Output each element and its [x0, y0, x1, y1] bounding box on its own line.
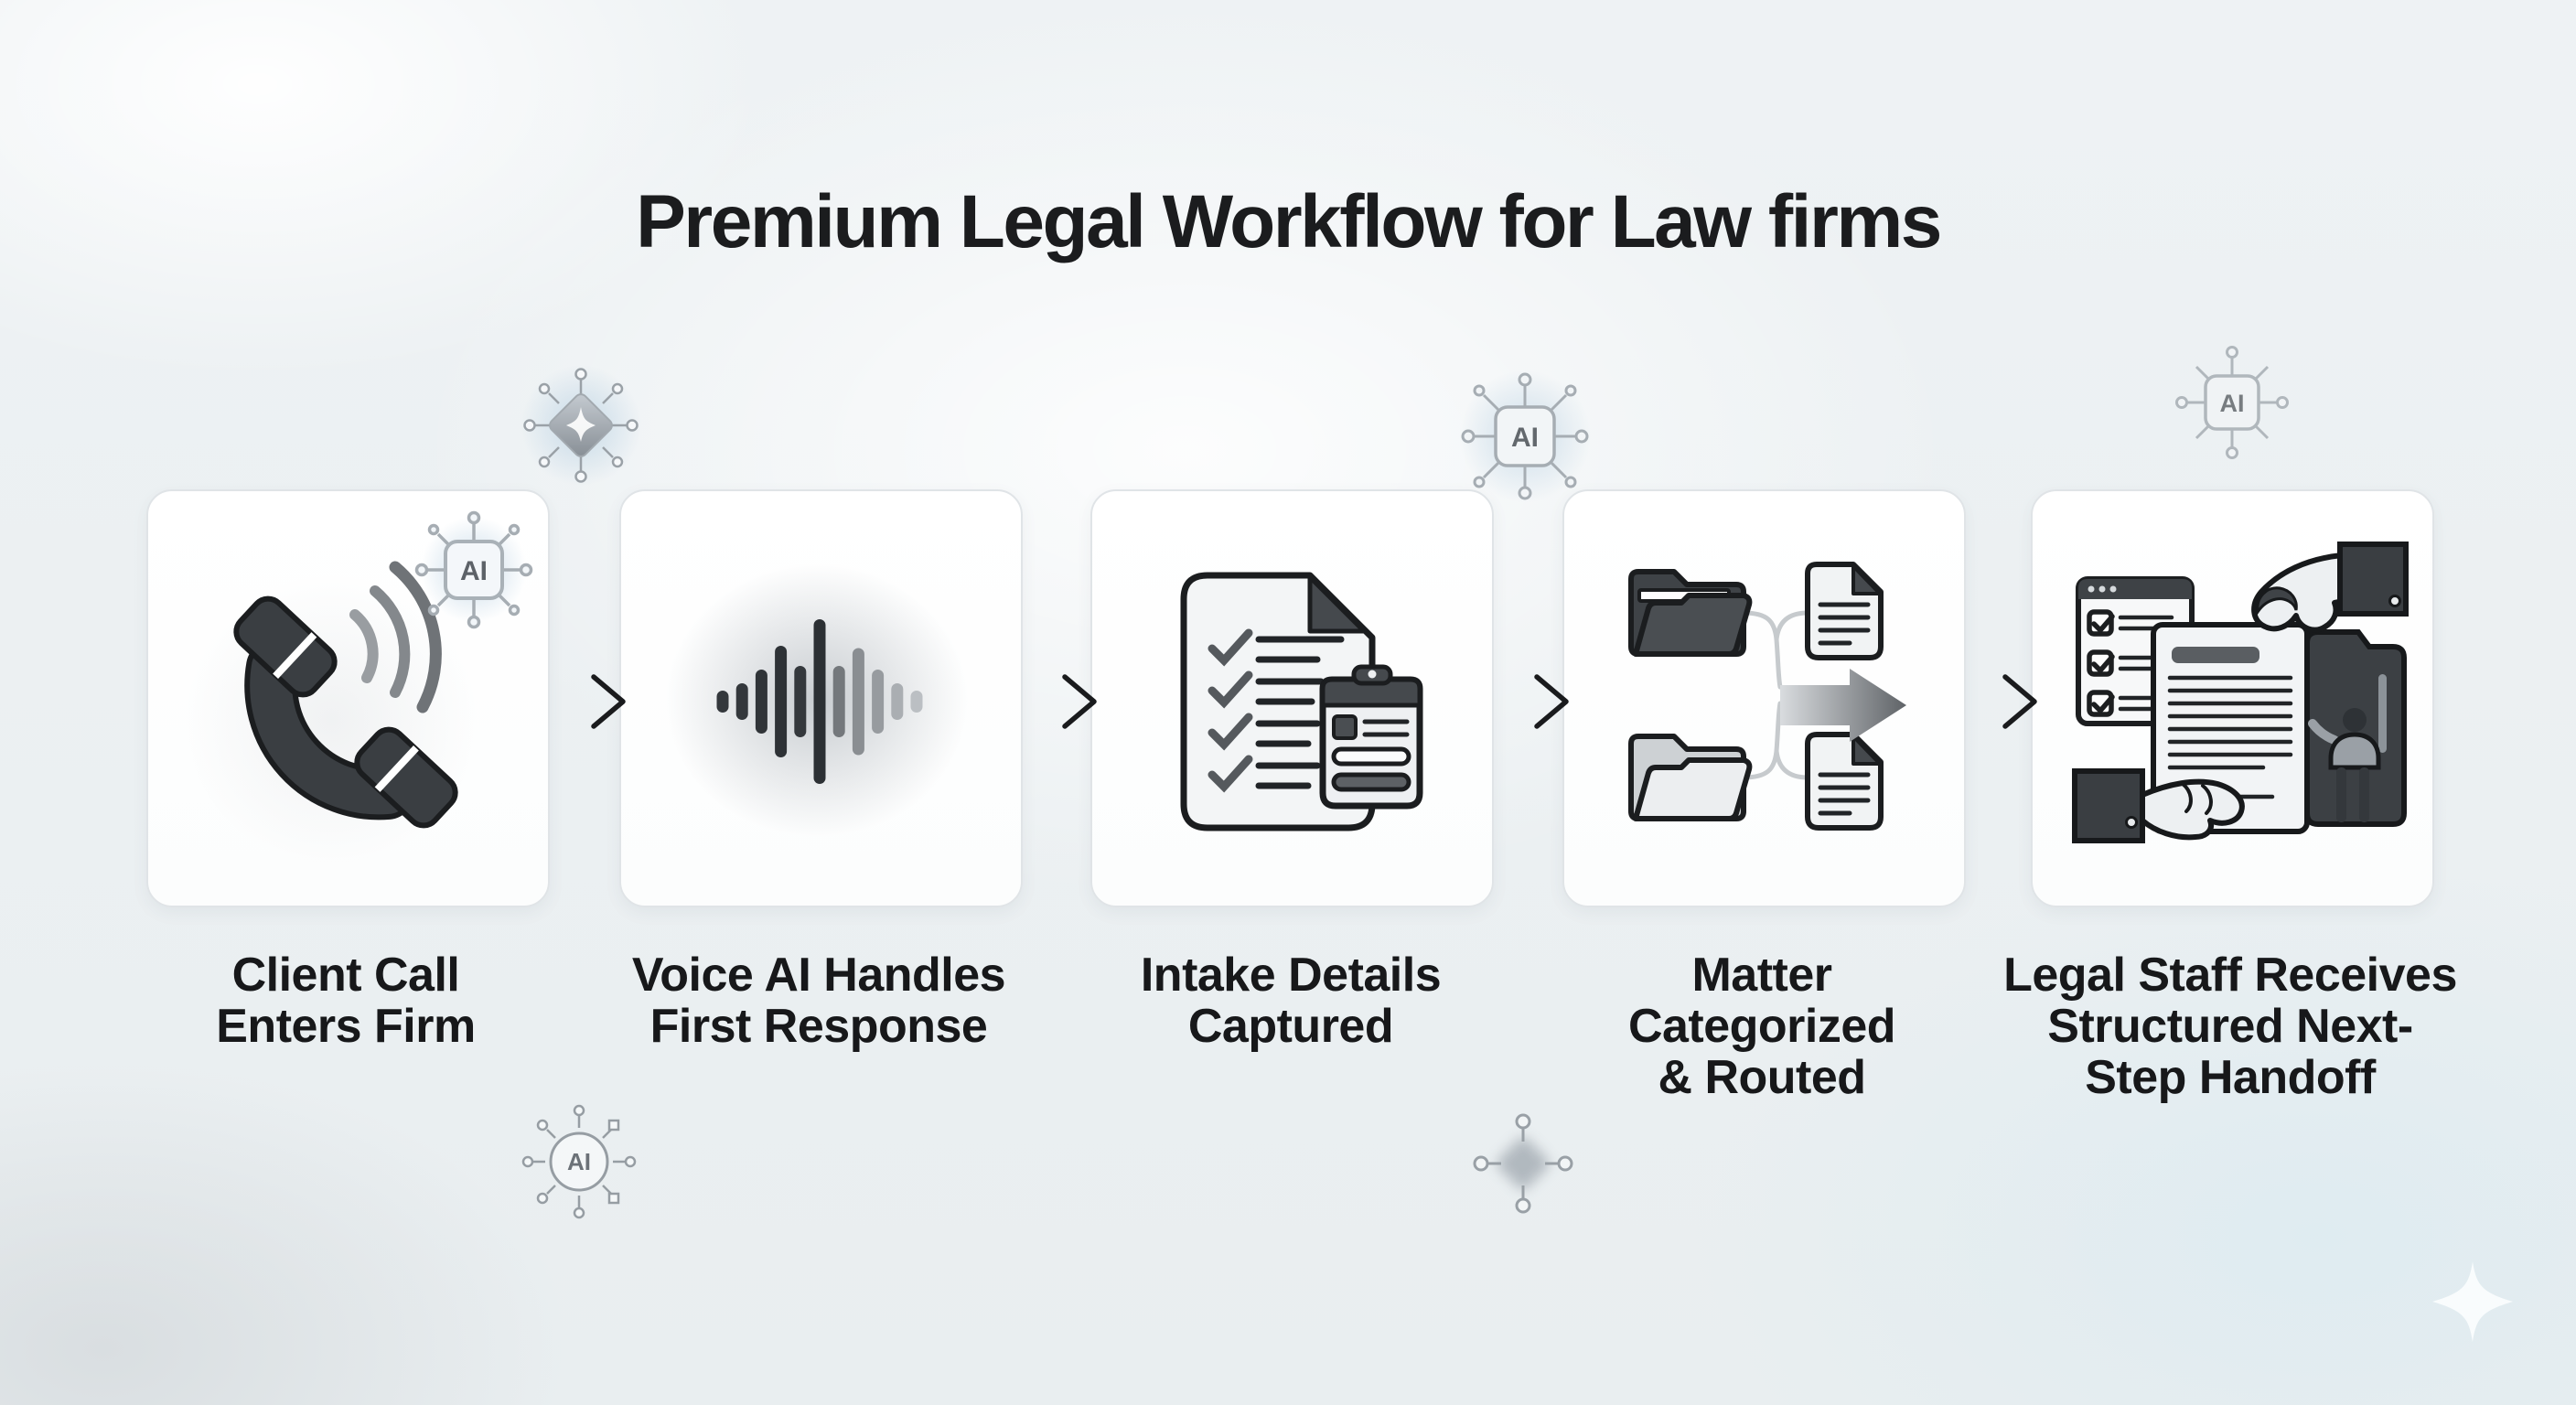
ai-chip-label: AI [1511, 423, 1539, 453]
folder-light-icon [1628, 734, 1753, 821]
waveform-bars-icon [716, 619, 923, 784]
page-title: Premium Legal Workflow for Law firms [636, 180, 1942, 263]
flow-arrow-icon [1424, 674, 1569, 729]
intake-checklist-icon [1180, 572, 1423, 831]
hand-bottom-icon [2072, 768, 2245, 843]
person-icon [2308, 708, 2381, 822]
ai-chip-label: AI [460, 556, 488, 586]
phone-call-icon: AI [185, 510, 533, 866]
ai-circle-node-icon: AI [521, 1104, 637, 1219]
hand-top-icon [2251, 542, 2409, 633]
voice-waveform-icon [666, 563, 968, 837]
flow-arrow-icon [952, 674, 1097, 729]
ai-chip-icon: AI [414, 510, 533, 629]
document-handoff-icon [2072, 542, 2409, 843]
sparkle-icon [2432, 1261, 2513, 1342]
sparkle-diamond-node-icon [521, 365, 641, 486]
flow-arrow-icon [481, 674, 626, 729]
ai-circle-label: AI [567, 1148, 591, 1175]
folder-dark-icon [1628, 569, 1753, 657]
ai-chip-node-icon: AI [1459, 370, 1591, 502]
routing-lines [1741, 610, 1810, 780]
routed-document-bottom-icon [1805, 732, 1884, 831]
step-card-intake [1090, 489, 1494, 907]
ai-chip-node-icon: AI [2175, 346, 2289, 459]
routing-arrow-icon [1780, 669, 1906, 742]
folder-routing-icon [1628, 562, 1906, 831]
step-card-voice-ai [619, 489, 1023, 907]
routed-document-top-icon [1805, 562, 1884, 660]
diamond-node-icon [1473, 1113, 1573, 1214]
phone-handset-icon [233, 595, 458, 829]
clipboard-icon [1319, 664, 1423, 810]
flow-arrow-icon [1893, 674, 2037, 729]
step-card-categorized [1562, 489, 1966, 907]
ai-chip-label: AI [2220, 390, 2245, 417]
step-card-handoff [2031, 489, 2434, 907]
step-card-client-call: AI [146, 489, 550, 907]
sound-waves-icon [349, 561, 442, 713]
